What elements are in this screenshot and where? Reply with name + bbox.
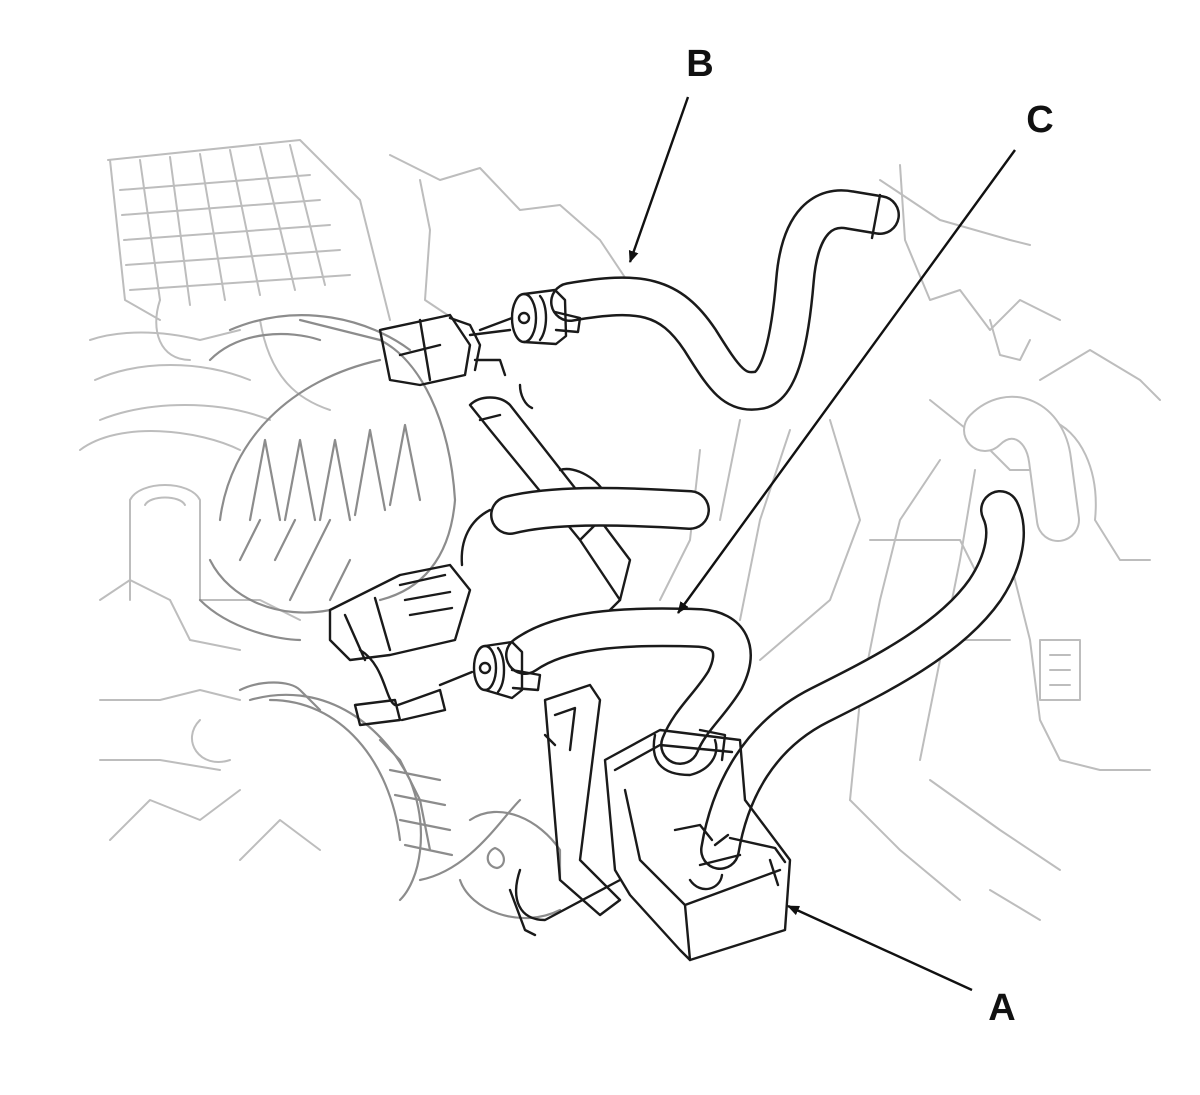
main-hose xyxy=(700,490,1025,870)
background-engine-outline xyxy=(79,139,1161,921)
leader-line-a xyxy=(787,904,973,992)
bypass-hose xyxy=(460,486,710,567)
throttle-body xyxy=(198,314,562,920)
callout-label-c: C xyxy=(1026,99,1053,141)
leader-lines xyxy=(628,96,1016,992)
callout-label-a: A xyxy=(988,987,1015,1029)
mounting-bracket xyxy=(508,683,622,937)
part-a-component xyxy=(603,728,792,962)
leader-line-c xyxy=(677,149,1016,614)
part-a-hose-clamp xyxy=(652,728,727,777)
hose-b-clamp xyxy=(478,288,582,346)
hose-c-clamp xyxy=(438,640,542,700)
upper-connector xyxy=(378,313,512,387)
leader-line-b xyxy=(628,96,690,263)
hose-c xyxy=(505,607,752,765)
lower-connector xyxy=(328,563,472,727)
callout-label-b: B xyxy=(686,43,713,85)
hose-b xyxy=(550,189,900,411)
